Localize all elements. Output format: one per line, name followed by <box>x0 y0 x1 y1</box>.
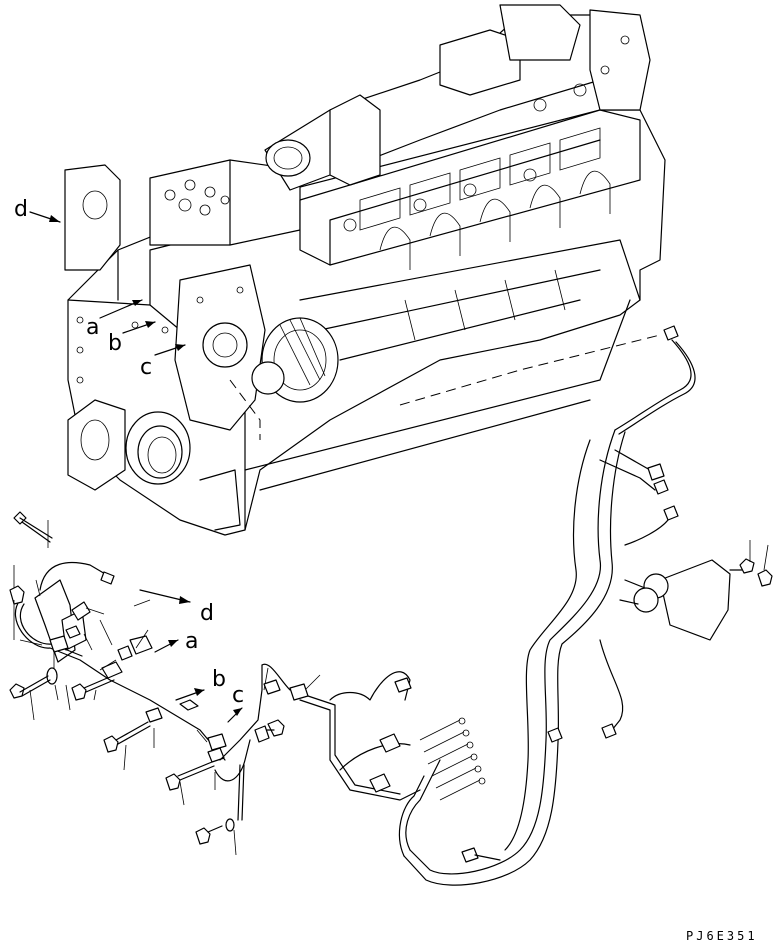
callout-b-lower: b <box>212 667 226 692</box>
callout-c-lower: c <box>232 683 244 708</box>
callout-b-upper: b <box>108 331 122 356</box>
figure-code: PJ6E351 <box>686 929 758 942</box>
callout-a-upper: a <box>86 315 99 340</box>
callout-a-lower: a <box>185 629 198 654</box>
upper-callouts: d a b c <box>14 197 186 380</box>
callout-c-upper: c <box>140 355 152 380</box>
main-wiring-harness <box>261 325 773 886</box>
callout-d-lower: d <box>200 601 214 626</box>
lower-callouts: d a b c <box>139 589 244 723</box>
callout-d-upper: d <box>14 197 28 222</box>
engine-block <box>64 4 666 536</box>
sensor-harness-assembly <box>9 511 321 856</box>
